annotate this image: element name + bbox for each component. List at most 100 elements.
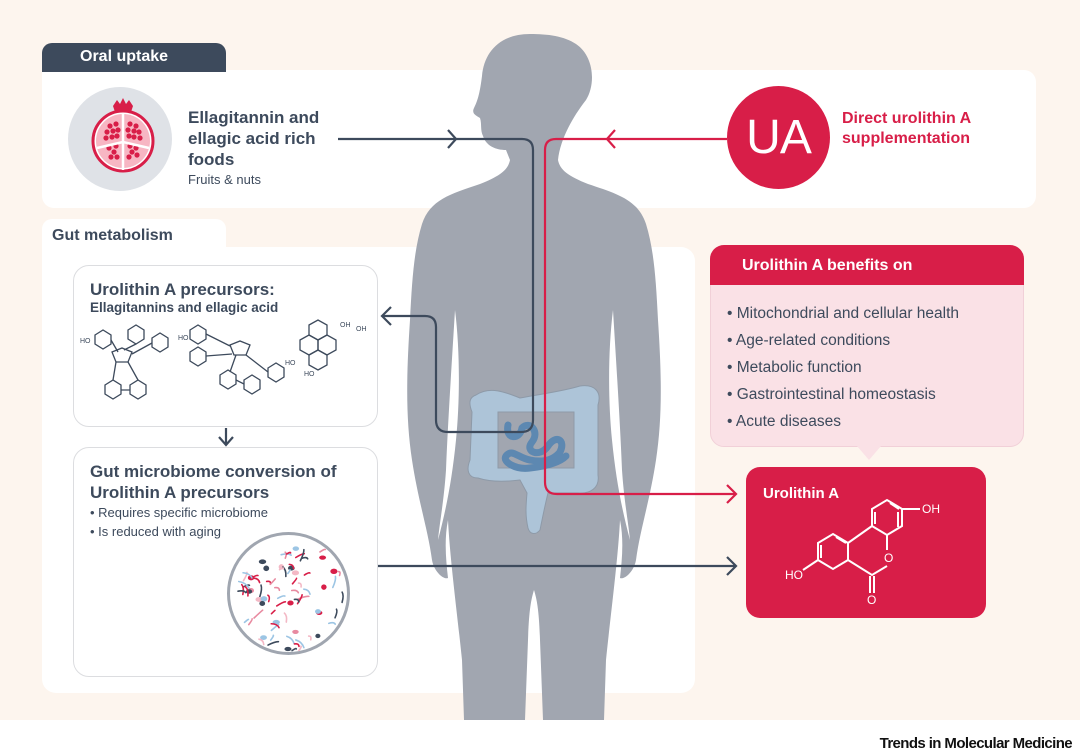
microbe bbox=[258, 559, 267, 565]
left-arm-gap bbox=[438, 310, 459, 540]
microbe bbox=[319, 548, 327, 553]
food-source-subtitle: Fruits & nuts bbox=[188, 172, 261, 187]
microbe bbox=[275, 600, 287, 607]
microbe bbox=[270, 622, 280, 629]
microbe bbox=[297, 582, 302, 588]
microbe bbox=[291, 577, 298, 585]
microbe bbox=[286, 635, 295, 645]
microbe bbox=[274, 586, 281, 592]
microbe bbox=[294, 639, 305, 649]
food-source-title: Ellagitannin and ellagic acid rich foods bbox=[188, 108, 320, 169]
microbe bbox=[263, 565, 270, 572]
supplement-path bbox=[543, 137, 736, 496]
microbe bbox=[270, 623, 280, 632]
pathway-arrows bbox=[218, 129, 738, 576]
microbe bbox=[300, 556, 309, 560]
microbe bbox=[242, 571, 253, 579]
microbe bbox=[252, 577, 261, 584]
microbe bbox=[243, 618, 250, 624]
microbe bbox=[237, 580, 250, 589]
ua-supplement-label: Direct urolithin A supplementation bbox=[842, 110, 971, 147]
microbiome-title: Gut microbiome conversion of Urolithin A… bbox=[90, 462, 337, 502]
microbe bbox=[307, 635, 312, 641]
microbe bbox=[260, 596, 268, 602]
microbe bbox=[240, 583, 245, 596]
microbe bbox=[334, 608, 338, 619]
microbe bbox=[287, 569, 291, 575]
microbe bbox=[321, 584, 327, 590]
benefits-list: Mitochondrial and cellular health Age-re… bbox=[727, 300, 959, 435]
microbe bbox=[315, 633, 321, 639]
carbonyl-bond bbox=[869, 576, 875, 593]
microbe bbox=[303, 571, 311, 576]
microbe bbox=[292, 546, 300, 551]
microbe bbox=[269, 578, 276, 586]
urolithin-a-structure: OH HO O O bbox=[785, 498, 940, 607]
microbe bbox=[296, 595, 310, 601]
ring-oxygen-label: O bbox=[884, 551, 893, 565]
small-intestine bbox=[501, 421, 570, 472]
benefit-item: Acute diseases bbox=[727, 408, 959, 435]
microbe bbox=[260, 635, 267, 641]
urolithin-a-title: Urolithin A bbox=[763, 485, 840, 502]
microbe bbox=[293, 598, 300, 603]
ua-supplement-badge: UA bbox=[727, 86, 830, 189]
microbe bbox=[341, 591, 344, 604]
microbe bbox=[331, 575, 337, 589]
microbe bbox=[296, 594, 303, 605]
hydroxyl-label-left: HO bbox=[785, 568, 803, 582]
microbe bbox=[330, 568, 338, 574]
microbe bbox=[259, 601, 266, 606]
benefits-callout-pointer bbox=[857, 446, 881, 460]
microbe-cluster bbox=[237, 546, 344, 652]
microbe bbox=[293, 642, 300, 648]
microbiome-bullet: Requires specific microbiome bbox=[90, 503, 268, 522]
svg-text:OH: OH bbox=[356, 326, 367, 333]
svg-text:HO: HO bbox=[304, 371, 315, 378]
microbiome-icon bbox=[227, 532, 350, 655]
microbe bbox=[290, 589, 300, 594]
microbe bbox=[267, 594, 271, 603]
microbe bbox=[287, 600, 294, 606]
structure-label-oh: OH bbox=[340, 322, 351, 329]
microbe bbox=[283, 612, 288, 623]
microbe bbox=[247, 618, 253, 626]
precursors-arrowhead-icon bbox=[380, 306, 392, 326]
ellagitannin-structure-2 bbox=[189, 324, 285, 395]
benefit-item: Age-related conditions bbox=[727, 327, 959, 354]
urolithin-a-box bbox=[746, 467, 986, 618]
microbe bbox=[253, 609, 264, 619]
right-arm-gap bbox=[609, 310, 630, 540]
microbe bbox=[297, 645, 302, 652]
microbe bbox=[285, 551, 292, 555]
microbe bbox=[269, 634, 275, 641]
benefit-item: Mitochondrial and cellular health bbox=[727, 300, 959, 327]
microbe bbox=[303, 588, 311, 595]
svg-text:HO: HO bbox=[178, 335, 189, 342]
microbe bbox=[267, 640, 280, 646]
microbiome-bullet: Is reduced with aging bbox=[90, 522, 268, 541]
food-arrowhead-icon bbox=[447, 129, 458, 149]
microbe bbox=[276, 595, 286, 600]
ua-arrowhead-icon bbox=[726, 484, 738, 504]
microbe bbox=[278, 567, 285, 571]
microbiome-to-ua-arrow bbox=[378, 556, 738, 576]
microbe bbox=[319, 555, 327, 560]
microbe bbox=[292, 629, 299, 634]
microbe bbox=[291, 570, 300, 576]
microbiome-bullets: Requires specific microbiome Is reduced … bbox=[90, 503, 268, 541]
ellagitannin-structure-1 bbox=[94, 324, 169, 400]
lactone-ring bbox=[847, 525, 888, 577]
svg-text:HO: HO bbox=[285, 360, 296, 367]
pomegranate-icon bbox=[91, 98, 155, 173]
benefit-item: Gastrointestinal homeostasis bbox=[727, 381, 959, 408]
microbe bbox=[258, 638, 265, 646]
microbe bbox=[299, 548, 305, 562]
precursors-box bbox=[73, 265, 378, 427]
oral-uptake-tab: Oral uptake bbox=[42, 43, 226, 72]
food-uptake-path bbox=[338, 137, 535, 434]
supplement-arrowhead-icon bbox=[605, 129, 616, 149]
pomegranate-crown bbox=[113, 98, 133, 112]
microbe bbox=[284, 646, 292, 652]
journal-name: Trends in Molecular Medicine bbox=[879, 735, 1073, 752]
